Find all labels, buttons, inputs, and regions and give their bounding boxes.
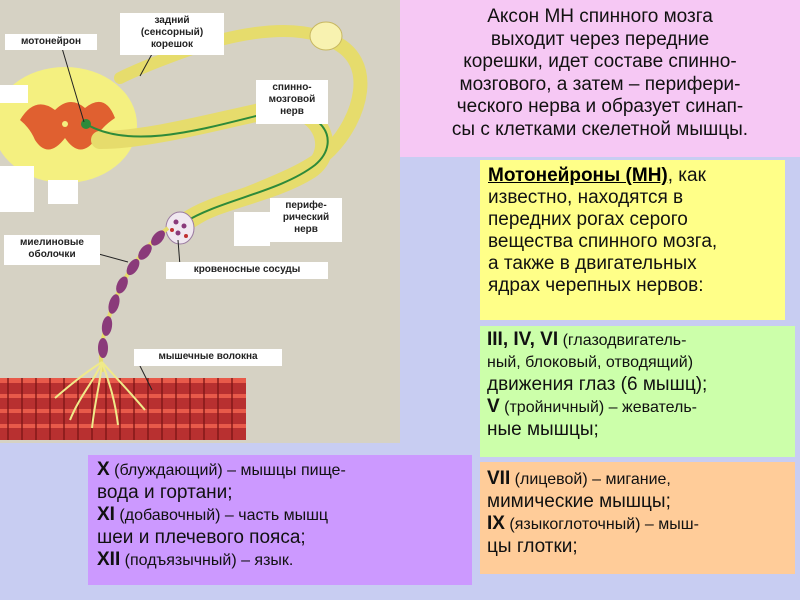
nerve-desc: движения глаз (6 мышц); <box>487 374 708 395</box>
label-dorsal-root: задний (сенсорный) корешок <box>120 13 224 55</box>
nerve-desc: цы глотки; <box>487 536 578 557</box>
label-myelin: миелиновые оболочки <box>4 235 100 265</box>
dorsal-ganglion <box>309 21 343 51</box>
nerve-desc: мимические мышцы; <box>487 491 671 512</box>
motoneurons-heading: Мотонейроны (МН) <box>488 165 668 186</box>
nerve-desc: (лицевой) – мигание, <box>510 471 671 488</box>
label-peripheral-nerve: перифе- рический нерв <box>270 198 342 242</box>
mn-line: а также в двигательных <box>488 253 697 274</box>
nerve-numerals: VII <box>487 468 511 489</box>
nerve-numerals: IX <box>487 513 505 534</box>
axon-description-box: Аксон МН спинного мозга выходит через пе… <box>400 0 800 157</box>
mn-line: ядрах черепных нервов: <box>488 275 704 296</box>
label-vessels: кровеносные сосуды <box>166 262 328 279</box>
mn-text: , как <box>667 165 706 186</box>
nerve-numerals: X <box>97 459 110 480</box>
label-muscle-fibers: мышечные волокна <box>134 349 282 366</box>
nerve-desc: (языкоглоточный) – мыш- <box>504 516 699 533</box>
nerve-numerals: XI <box>97 504 115 525</box>
motoneurons-box: Мотонейроны (МН), как известно, находятс… <box>480 160 785 320</box>
nerve-cross-section <box>165 211 195 245</box>
label-spinal-nerve: спинно- мозговой нерв <box>256 80 328 124</box>
cranial-nerves-facial-box: VII (лицевой) – мигание, мимические мышц… <box>480 462 795 574</box>
spinal-cord-section <box>0 67 137 183</box>
title-line: корешки, идет составе спинно- <box>463 51 737 72</box>
nerve-desc: (блуждающий) – мышцы пище- <box>109 462 346 479</box>
nerve-numerals: XII <box>97 549 121 570</box>
blank-label-1 <box>0 85 28 103</box>
title-line: сы с клетками скелетной мышцы. <box>451 118 749 140</box>
nerve-numerals: V <box>487 396 500 417</box>
nerve-desc: (тройничный) – жеватель- <box>499 399 698 416</box>
blank-label-4 <box>234 212 270 246</box>
title-line: ческого нерва и образует синап- <box>456 96 744 117</box>
spinal-nerve <box>183 33 368 229</box>
nerve-desc: ный, блоковый, отводящий) <box>487 354 694 371</box>
nerve-desc: (глазодвигатель- <box>558 332 687 349</box>
nerve-desc: (подъязычный) – язык. <box>120 552 294 569</box>
axon-terminals <box>54 361 146 429</box>
muscle-block <box>0 378 246 440</box>
neuron-diagram: мотонейрон задний (сенсорный) корешок сп… <box>0 0 400 443</box>
myelin-sheaths <box>98 230 165 358</box>
cranial-nerves-vagus-box: X (блуждающий) – мышцы пище- вода и горт… <box>88 455 472 585</box>
motoneuron-body <box>81 119 91 129</box>
mn-line: известно, находятся в <box>488 187 684 208</box>
mn-line: вещества спинного мозга, <box>488 231 718 252</box>
nerve-desc: (добавочный) – часть мышц <box>114 507 329 524</box>
blank-label-2 <box>0 166 34 212</box>
cranial-nerves-eye-box: III, IV, VI (глазодвигатель- ный, блоков… <box>480 326 795 457</box>
label-motoneuron: мотонейрон <box>5 34 97 50</box>
mn-line: передних рогах серого <box>488 209 688 230</box>
nerve-desc: ные мышцы; <box>487 419 599 440</box>
nerve-desc: вода и гортани; <box>97 482 233 503</box>
blank-label-3 <box>48 180 78 204</box>
title-line: выходит через передние <box>490 28 710 50</box>
title-line: мозгового, а затем – перифери- <box>459 73 741 95</box>
nerve-numerals: III, IV, VI <box>487 329 559 350</box>
nerve-desc: шеи и плечевого пояса; <box>97 527 306 548</box>
title-line: Аксон МН спинного мозга <box>487 6 713 27</box>
